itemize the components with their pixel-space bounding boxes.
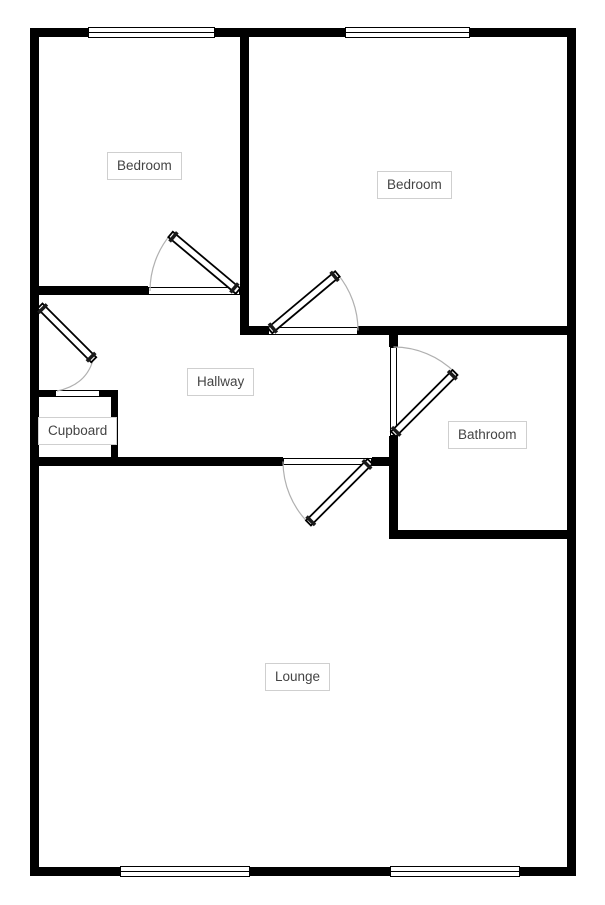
window-pane-line bbox=[345, 31, 470, 34]
door-sill-cupboard bbox=[55, 390, 100, 397]
wall-bathroom-left-bottom bbox=[389, 436, 398, 539]
door-arc bbox=[336, 273, 359, 331]
door-hinge-tick bbox=[229, 282, 240, 294]
door-hinge-tick bbox=[446, 369, 458, 381]
window-pane-line bbox=[88, 31, 215, 34]
wall-bathroom-bottom bbox=[389, 530, 567, 539]
room-label-bedroom-2: Bedroom bbox=[377, 171, 452, 199]
door-hinge-tick bbox=[329, 270, 340, 283]
door-hinge-tick bbox=[37, 303, 49, 315]
door-hinge-tick bbox=[390, 425, 402, 437]
wall-bathroom-left-top bbox=[389, 335, 398, 347]
wall-bedrooms-divider bbox=[240, 37, 249, 335]
room-label-cupboard: Cupboard bbox=[38, 417, 118, 445]
door-bathroom bbox=[389, 368, 459, 438]
door-leaf bbox=[36, 302, 98, 364]
door-arc bbox=[56, 359, 94, 392]
wall-cupboard-top-right bbox=[100, 390, 118, 397]
window-top-right bbox=[345, 27, 470, 38]
door-sill-bedroom-2 bbox=[268, 327, 358, 335]
room-label-lounge: Lounge bbox=[265, 663, 331, 691]
door-hinge-tick bbox=[267, 322, 279, 334]
room-label-hallway: Hallway bbox=[187, 368, 255, 396]
door-sill-bathroom bbox=[389, 347, 397, 436]
door-bedroom-1 bbox=[167, 230, 242, 295]
door-hinge-tick bbox=[361, 459, 373, 470]
door-leaf bbox=[304, 457, 374, 527]
door-hinge-tick bbox=[85, 351, 97, 363]
door-arc bbox=[393, 346, 456, 373]
outer-wall-left bbox=[30, 28, 39, 876]
door-cupboard bbox=[36, 302, 98, 364]
window-pane-line bbox=[390, 870, 520, 873]
door-arc bbox=[282, 461, 309, 524]
door-hinge-tick bbox=[305, 515, 317, 527]
window-pane-line bbox=[120, 870, 250, 873]
wall-bedroom1-bottom bbox=[39, 286, 148, 295]
door-arc bbox=[149, 234, 172, 292]
window-bottom-left bbox=[120, 866, 250, 877]
door-leaf bbox=[266, 269, 341, 335]
window-top-left bbox=[88, 27, 215, 38]
door-leaf bbox=[167, 230, 242, 295]
wall-bedroom2-bottom-left bbox=[249, 326, 268, 335]
wall-hallway-bottom-right bbox=[372, 457, 398, 466]
door-bedroom-2 bbox=[266, 269, 341, 335]
room-label-bathroom: Bathroom bbox=[448, 421, 527, 449]
outer-wall-right bbox=[567, 28, 576, 876]
wall-hallway-bottom-left bbox=[39, 457, 283, 466]
wall-cupboard-top-left bbox=[39, 390, 55, 397]
wall-bedroom2-bottom-right bbox=[358, 326, 567, 335]
outer-wall-top bbox=[30, 28, 576, 37]
door-hinge-tick bbox=[168, 231, 179, 243]
window-bottom-right bbox=[390, 866, 520, 877]
room-label-bedroom-1: Bedroom bbox=[107, 152, 182, 180]
door-sill-bedroom-1 bbox=[148, 287, 240, 295]
door-leaf bbox=[389, 368, 459, 438]
door-lounge bbox=[304, 457, 374, 527]
outer-wall-bottom bbox=[30, 867, 576, 876]
door-sill-lounge bbox=[283, 457, 372, 465]
